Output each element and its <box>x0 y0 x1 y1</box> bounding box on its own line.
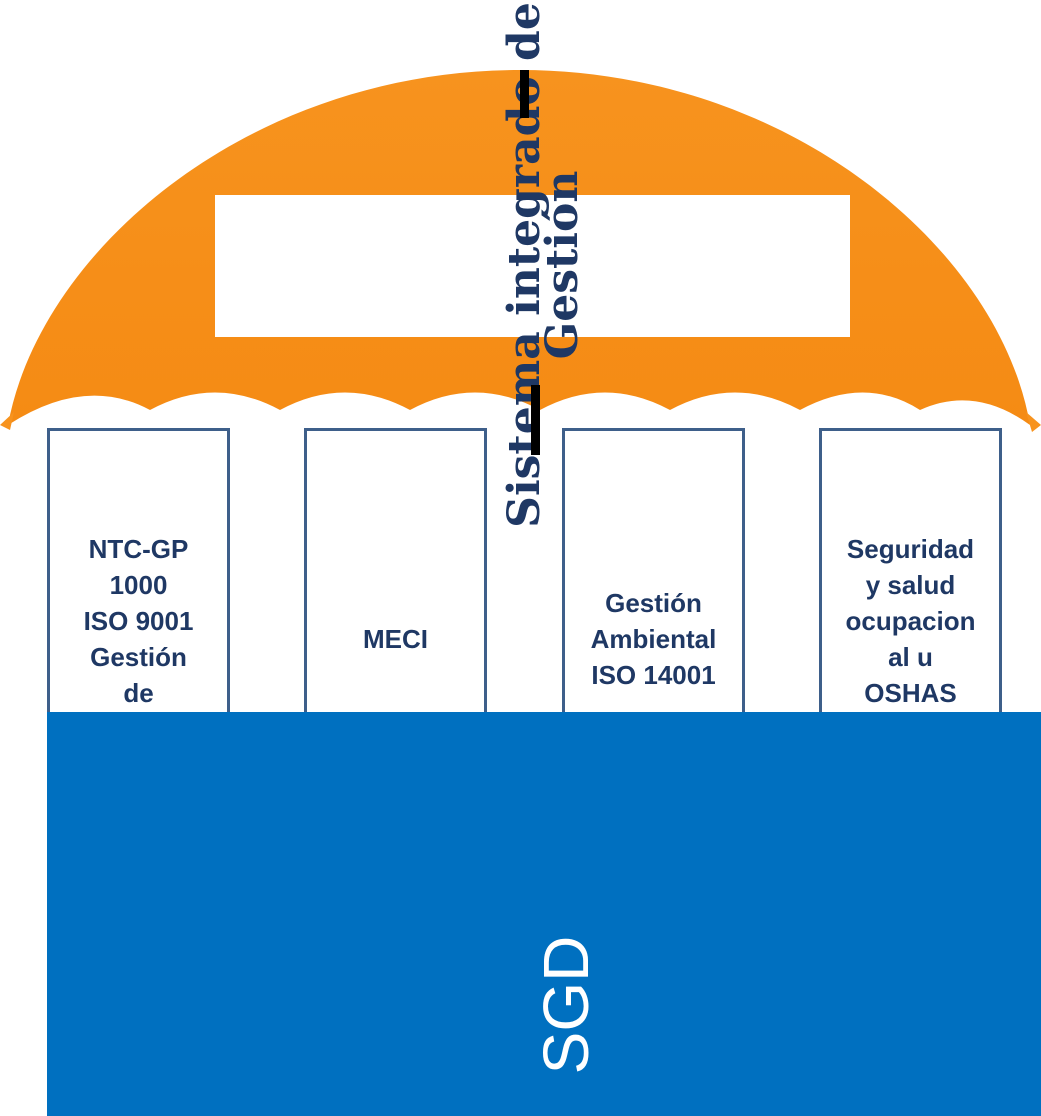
base-bar <box>47 712 1041 1116</box>
pillar-label: Gestión Ambiental ISO 14001 <box>590 588 717 690</box>
base-label: SGD <box>530 935 602 1075</box>
title-panel <box>215 195 850 337</box>
title-bar-bottom <box>531 385 540 455</box>
title-bar-top <box>520 70 529 118</box>
pillar-label: MECI <box>363 624 428 654</box>
